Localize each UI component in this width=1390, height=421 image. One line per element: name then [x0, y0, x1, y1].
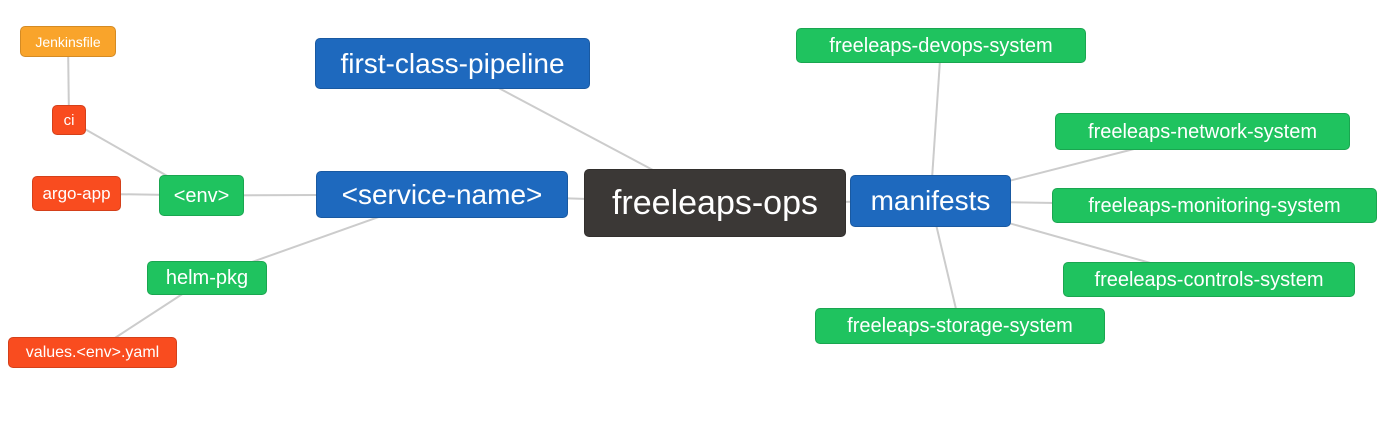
node-jenkinsfile[interactable]: Jenkinsfile: [20, 26, 116, 57]
node-argo-app[interactable]: argo-app: [32, 176, 121, 211]
node-label: first-class-pipeline: [340, 47, 565, 79]
node-label: freeleaps-storage-system: [847, 315, 1073, 337]
node-label: ci: [63, 111, 75, 129]
node-freeleaps-network-system[interactable]: freeleaps-network-system: [1055, 113, 1350, 150]
node-label: argo-app: [42, 184, 111, 203]
node-label: freeleaps-network-system: [1088, 120, 1317, 143]
node-label: manifests: [870, 185, 991, 216]
node-label: freeleaps-devops-system: [829, 34, 1053, 57]
node-freeleaps-controls-system[interactable]: freeleaps-controls-system: [1063, 262, 1355, 297]
node-freeleaps-storage-system[interactable]: freeleaps-storage-system: [815, 308, 1105, 344]
node-freeleaps-devops-system[interactable]: freeleaps-devops-system: [796, 28, 1086, 63]
node-service-name[interactable]: <service-name>: [316, 171, 568, 218]
node-label: freeleaps-monitoring-system: [1088, 194, 1341, 217]
node-freeleaps-ops[interactable]: freeleaps-ops: [584, 169, 846, 237]
node-label: <service-name>: [341, 178, 543, 210]
node-ci[interactable]: ci: [52, 105, 86, 135]
node-env[interactable]: <env>: [159, 175, 244, 216]
node-helm-pkg[interactable]: helm-pkg: [147, 261, 267, 295]
node-label: values.<env>.yaml: [25, 343, 160, 361]
node-label: helm-pkg: [165, 267, 249, 289]
node-freeleaps-monitoring-system[interactable]: freeleaps-monitoring-system: [1052, 188, 1377, 223]
node-first-class-pipeline[interactable]: first-class-pipeline: [315, 38, 590, 89]
node-label: freeleaps-ops: [611, 184, 818, 222]
node-label: freeleaps-controls-system: [1094, 268, 1324, 291]
node-label: <env>: [173, 184, 230, 207]
node-manifests[interactable]: manifests: [850, 175, 1011, 227]
node-values-env-yaml[interactable]: values.<env>.yaml: [8, 337, 177, 368]
node-label: Jenkinsfile: [35, 33, 101, 50]
